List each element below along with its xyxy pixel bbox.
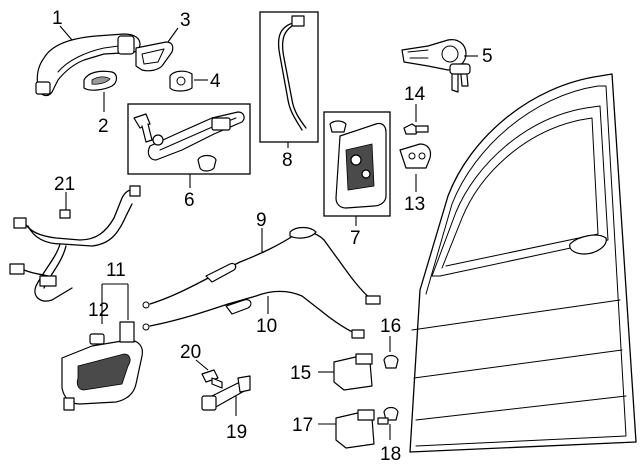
callout-leaders xyxy=(59,25,478,440)
callout-20: 20 xyxy=(180,342,201,363)
callout-4: 4 xyxy=(210,71,221,92)
callout-2: 2 xyxy=(98,116,109,137)
part-17-lower-hinge xyxy=(335,409,375,449)
part-3-gasket xyxy=(135,41,174,72)
callout-6: 6 xyxy=(184,190,195,211)
callout-10: 10 xyxy=(256,316,277,337)
part-18-bolt xyxy=(377,406,399,425)
callout-7: 7 xyxy=(350,228,361,249)
part-13-striker xyxy=(399,143,432,169)
door-outline xyxy=(409,73,637,453)
part-2-handle-cover xyxy=(83,70,118,91)
callout-15: 15 xyxy=(290,363,311,384)
part-10-cable xyxy=(142,290,365,339)
part-4-cylinder-cap xyxy=(169,70,193,92)
callout-21: 21 xyxy=(54,174,75,195)
callout-12: 12 xyxy=(88,300,109,321)
callout-14: 14 xyxy=(404,84,426,105)
part-5-lock-cylinder xyxy=(401,39,471,93)
callout-11: 11 xyxy=(106,260,126,281)
part-7-lock-actuator xyxy=(323,111,391,217)
part-14-bolt xyxy=(403,123,429,135)
part-6-handle-frame xyxy=(127,103,251,175)
callout-5: 5 xyxy=(482,46,493,67)
callout-9: 9 xyxy=(256,210,267,231)
part-21-wire-harness xyxy=(9,185,141,302)
part-15-upper-hinge xyxy=(333,353,373,391)
part-9-cable xyxy=(142,226,381,309)
part-12-cap xyxy=(89,333,105,345)
callout-1: 1 xyxy=(52,8,63,29)
callout-19: 19 xyxy=(226,422,247,443)
part-16-bolt xyxy=(383,354,399,369)
callout-16: 16 xyxy=(380,316,401,337)
part-20-bolt xyxy=(201,369,223,389)
callout-13: 13 xyxy=(404,194,425,215)
part-19-door-check xyxy=(201,375,251,411)
callout-labels: 1 2 3 4 5 6 7 8 9 10 11 12 13 14 15 16 1… xyxy=(52,8,493,465)
callout-18: 18 xyxy=(380,444,401,465)
part-1-outside-handle xyxy=(35,33,141,97)
callout-3: 3 xyxy=(180,10,191,31)
part-8-lock-rod xyxy=(259,11,319,143)
part-11-inside-handle xyxy=(61,321,143,411)
callout-17: 17 xyxy=(292,415,313,436)
callout-8: 8 xyxy=(282,150,293,171)
